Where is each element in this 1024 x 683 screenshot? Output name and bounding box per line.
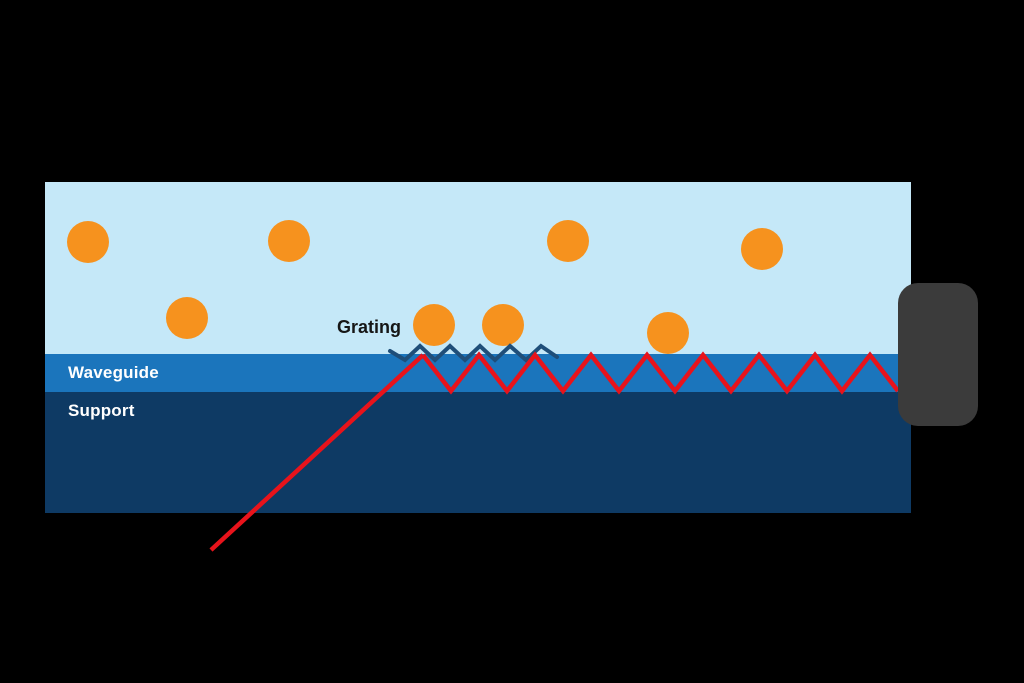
waveguide-label: Waveguide <box>68 363 159 382</box>
particle <box>647 312 689 354</box>
particles-group <box>67 220 783 354</box>
detector-block <box>898 283 978 426</box>
particle <box>413 304 455 346</box>
particle <box>741 228 783 270</box>
grating-zigzag-icon <box>388 343 559 363</box>
support-layer <box>45 392 911 513</box>
grating-label: Grating <box>337 317 402 337</box>
particle <box>482 304 524 346</box>
waveguide-layer <box>45 354 911 392</box>
particle <box>166 297 208 339</box>
particle <box>67 221 109 263</box>
particle <box>268 220 310 262</box>
guided-beam-zigzag <box>421 351 900 395</box>
incident-laser-beam <box>209 353 425 552</box>
support-label: Support <box>68 401 135 420</box>
particle <box>547 220 589 262</box>
